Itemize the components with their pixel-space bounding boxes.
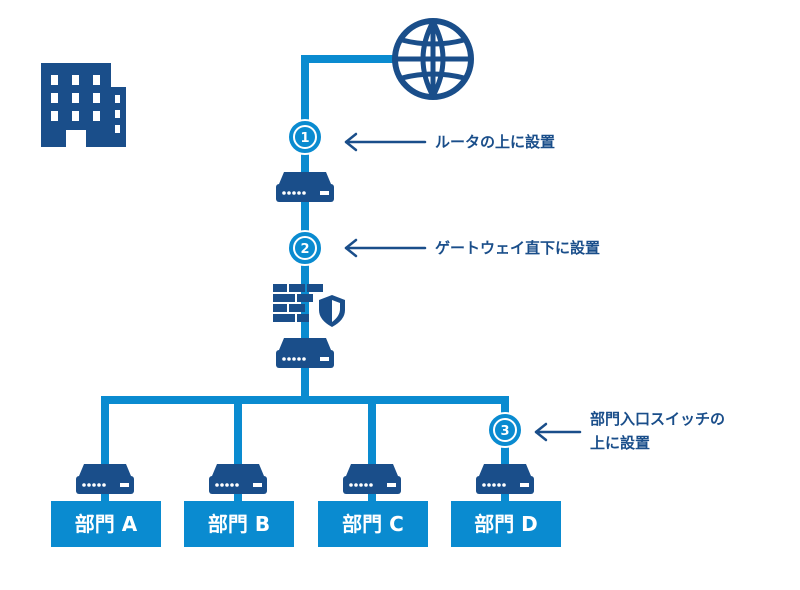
department-c: 部門 C (318, 501, 428, 547)
building-icon (41, 63, 126, 147)
arrow-3 (534, 422, 582, 442)
switch-dept-b (209, 464, 267, 494)
department-d: 部門 D (451, 501, 561, 547)
arrow-2 (344, 238, 427, 258)
label-dept-switch-line2: 上に設置 (590, 434, 651, 452)
switch-dept-a (76, 464, 134, 494)
department-a: 部門 A (51, 501, 161, 547)
switch-dept-c (343, 464, 401, 494)
firewall-brick-icon (273, 284, 323, 322)
marker-2: 2 (287, 230, 323, 266)
router-device (276, 172, 334, 202)
gateway-device (276, 338, 334, 368)
shield-icon (316, 292, 348, 331)
marker-3-number: 3 (500, 424, 509, 439)
marker-1-number: 1 (300, 131, 309, 146)
switch-dept-d (476, 464, 534, 494)
marker-2-number: 2 (300, 242, 309, 257)
department-b: 部門 B (184, 501, 294, 547)
globe-icon (392, 18, 474, 100)
label-router-top: ルータの上に設置 (435, 133, 556, 151)
marker-1: 1 (287, 119, 323, 155)
label-dept-switch-line1: 部門入口スイッチの (590, 410, 726, 428)
arrow-1 (344, 132, 427, 152)
marker-3: 3 (487, 412, 523, 448)
label-gateway-below: ゲートウェイ直下に設置 (435, 239, 601, 257)
